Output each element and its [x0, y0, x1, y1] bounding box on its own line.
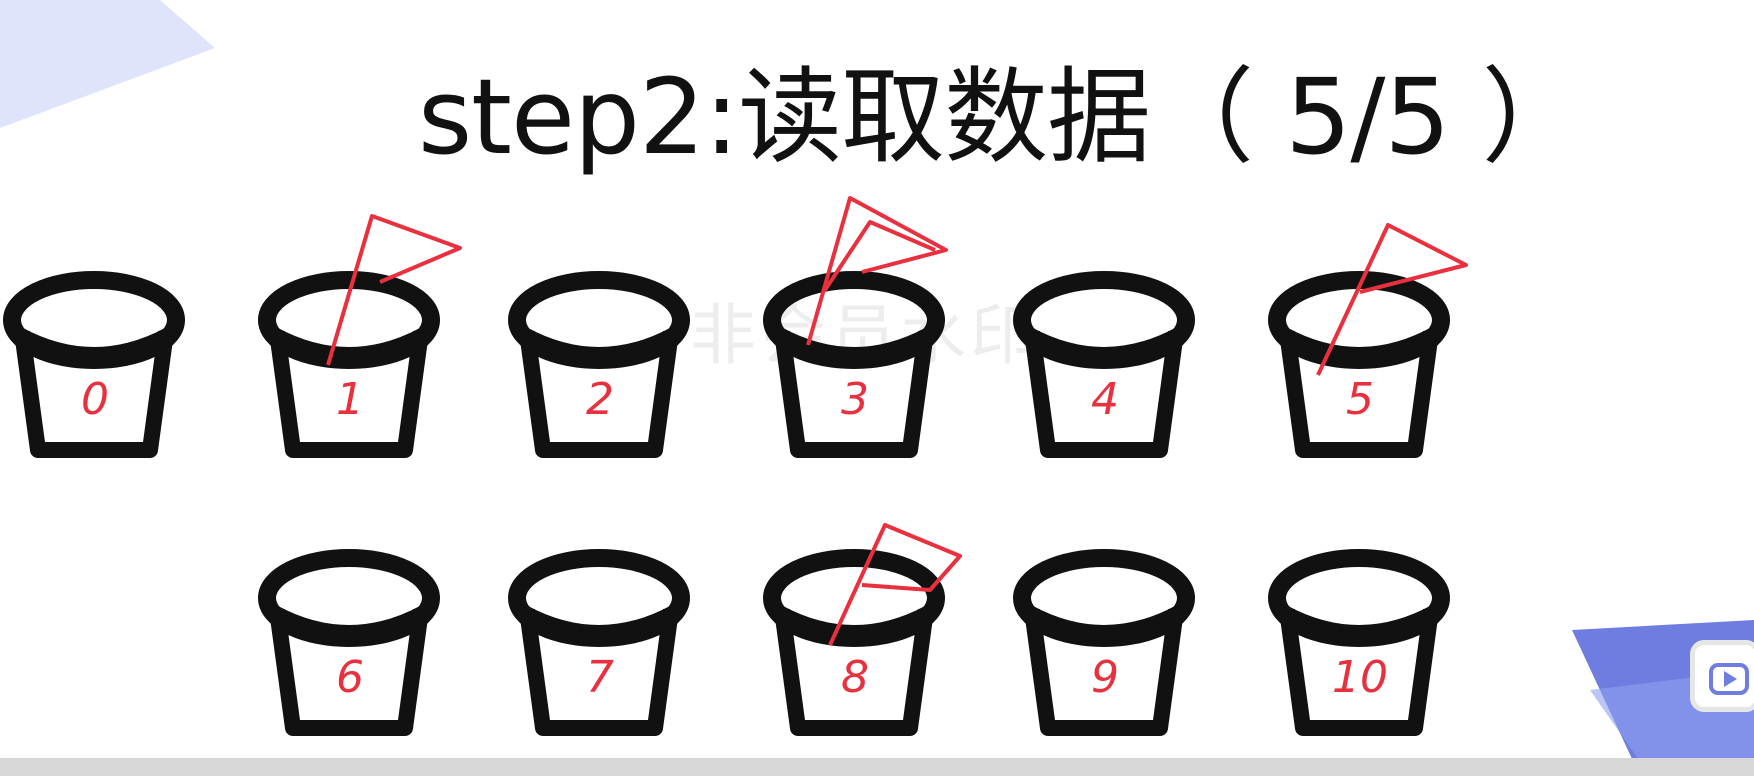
bucket-label: 6	[336, 652, 364, 703]
flag-icon	[326, 214, 462, 366]
bucket-label: 7	[586, 652, 614, 703]
bucket-icon	[763, 271, 945, 458]
bucket-4: 4	[1010, 262, 1200, 462]
bucket-10: 10	[1265, 540, 1455, 740]
bucket-label: 2	[586, 374, 614, 425]
bucket-icon	[258, 271, 440, 458]
bucket-6: 6	[255, 540, 445, 740]
bucket-label: 3	[841, 374, 869, 425]
bucket-5: 5	[1265, 262, 1455, 462]
bucket-icon	[508, 549, 690, 736]
bucket-icon	[1268, 271, 1450, 458]
flag-icon	[828, 523, 962, 646]
bucket-label: 0	[81, 374, 109, 425]
bucket-icon	[763, 549, 945, 736]
bucket-icon	[1013, 549, 1195, 736]
bucket-icon	[508, 271, 690, 458]
bucket-label: 1	[336, 374, 364, 425]
bucket-label: 10	[1332, 652, 1388, 703]
bilibili-logo-icon	[1690, 640, 1754, 712]
bucket-label: 4	[1091, 374, 1119, 425]
bucket-2: 2	[505, 262, 695, 462]
bucket-7: 7	[505, 540, 695, 740]
bucket-3: 3	[760, 262, 950, 462]
bucket-icon	[258, 549, 440, 736]
bucket-label: 9	[1091, 652, 1119, 703]
bucket-1: 1	[255, 262, 445, 462]
bucket-label: 5	[1346, 374, 1374, 425]
bucket-icon	[1268, 549, 1450, 736]
flag-icon	[1316, 223, 1468, 376]
bucket-icon	[3, 271, 185, 458]
top-left-shape	[0, 0, 215, 128]
bucket-label: 8	[841, 652, 869, 703]
bucket-icon	[1013, 271, 1195, 458]
bucket-0: 0	[0, 262, 190, 462]
bottom-bar	[0, 758, 1754, 776]
bucket-8: 8	[760, 540, 950, 740]
flag-icon	[806, 196, 948, 346]
play-icon	[1709, 663, 1749, 695]
slide-title: step2:读取数据（ 5/5 ）	[418, 56, 1586, 178]
bucket-9: 9	[1010, 540, 1200, 740]
